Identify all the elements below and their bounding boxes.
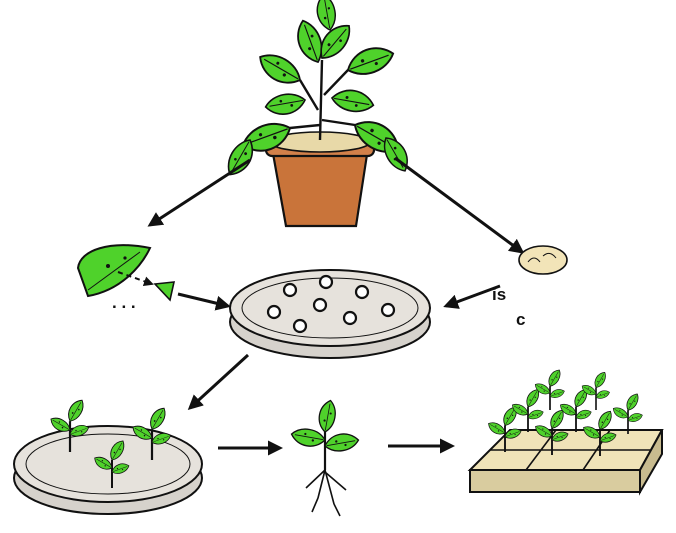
callus-tissue: [519, 246, 567, 274]
culture-dish-with-calli: [230, 270, 430, 358]
rooted-plantlet: [290, 399, 360, 516]
leaf-explant: [155, 282, 174, 300]
arrow-to-leaf: [150, 160, 250, 225]
dish-with-shoots: [14, 397, 202, 514]
arrow-to-callus: [395, 158, 522, 252]
label-mask-right: [522, 288, 662, 374]
seedling-tray: [470, 368, 662, 492]
label-fragment-left: . . .: [112, 294, 136, 311]
arrow-explant-to-dish: [178, 294, 228, 306]
potted-mother-plant: [222, 0, 413, 226]
excised-leaf: [78, 245, 152, 296]
label-fragment-right-1: is: [492, 286, 506, 303]
flower-pot: [272, 148, 368, 226]
label-fragment-right-2: c: [516, 311, 525, 328]
label-mask-left: [70, 308, 203, 374]
